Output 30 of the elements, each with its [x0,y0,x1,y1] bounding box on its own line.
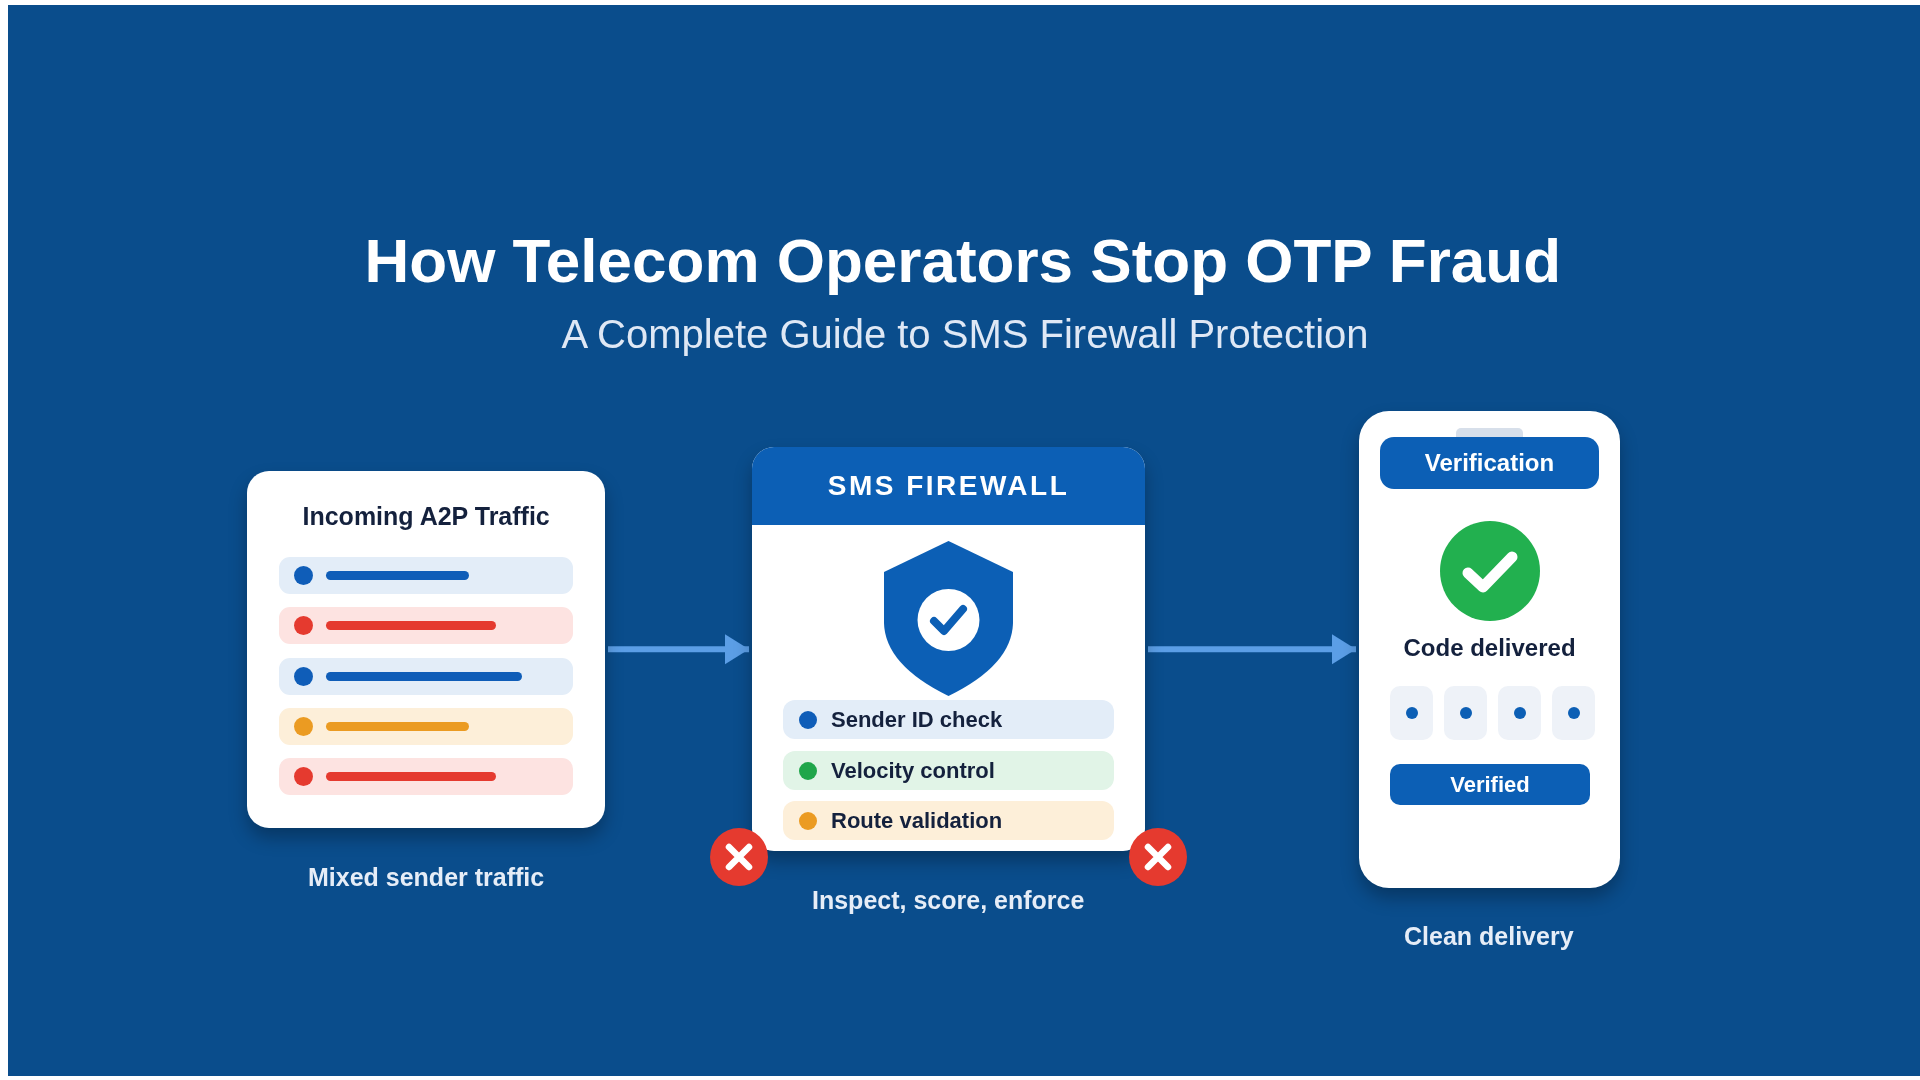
message-row [279,658,573,695]
row-label: Route validation [831,808,1003,834]
message-row [279,758,573,795]
code-digit-field [1498,686,1541,740]
status-button: Verified [1390,764,1590,805]
title: How Telecom Operators Stop OTP Fraud [364,224,1562,296]
message-row [279,708,573,745]
header-bar: Verification [1380,437,1599,489]
row-label: Sender ID check [831,707,1003,733]
phone-mockup [1359,411,1620,888]
subtitle: A Complete Guide to SMS Firewall Protection [561,311,1369,357]
status-text: Code delivered [1403,634,1576,662]
card-caption: Clean delivery [1404,921,1574,951]
card-caption: Mixed sender traffic [308,862,545,892]
arrow [608,634,749,665]
check-row [783,700,1114,739]
check-row [783,801,1114,840]
card-header: SMS FIREWALL [752,447,1145,525]
message-row [279,557,573,594]
card-caption: Inspect, score, enforce [812,885,1085,915]
code-digit-field [1390,686,1433,740]
traffic-card [247,471,605,828]
arrow [1148,634,1356,665]
check-row [783,751,1114,790]
row-label: Velocity control [831,758,995,784]
code-digit-field [1444,686,1487,740]
firewall-card [752,447,1145,851]
card-heading: Incoming A2P Traffic [302,501,550,531]
message-row [279,607,573,644]
code-digit-field [1552,686,1595,740]
